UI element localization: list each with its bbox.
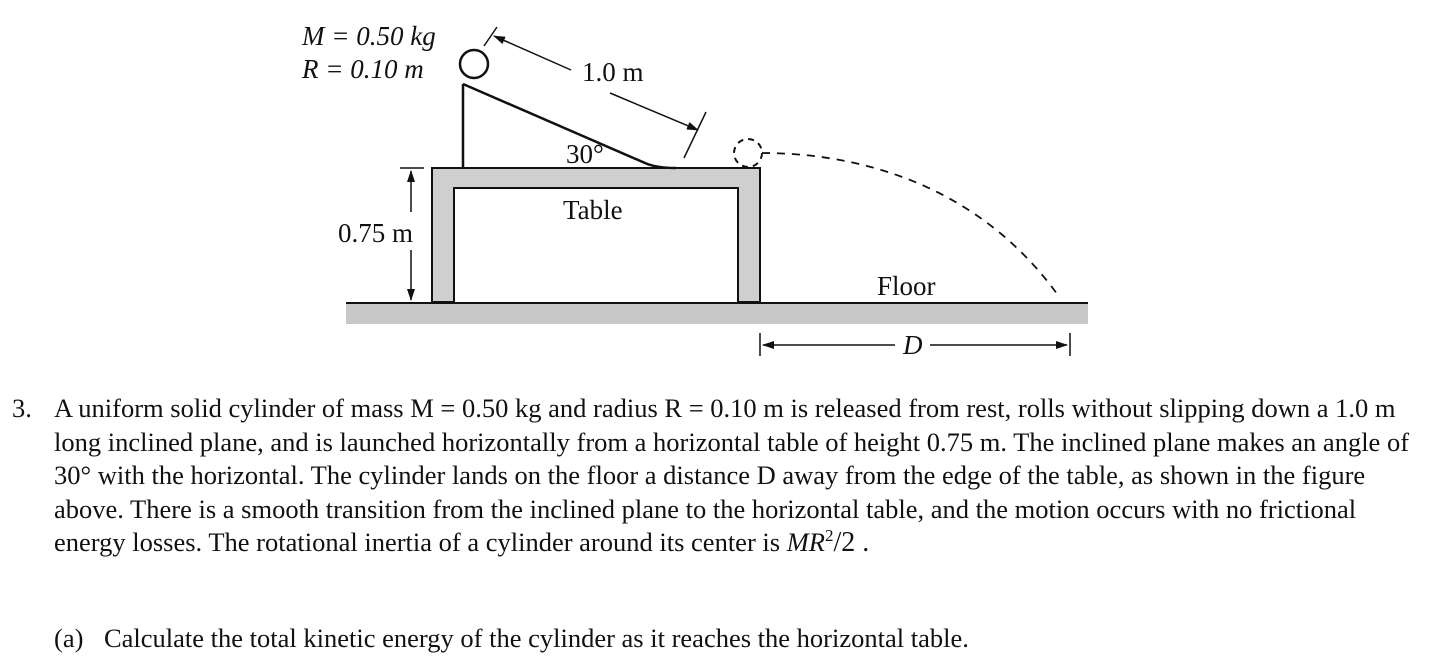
- incline-length-arrow-left: [493, 35, 572, 71]
- inertia-exponent: 2: [824, 526, 834, 546]
- distance-label: D: [902, 330, 923, 360]
- incline-ramp: [462, 82, 677, 170]
- problem-number: 3.: [12, 393, 32, 423]
- part-a-label: (a): [54, 623, 84, 653]
- cylinder-start: [458, 48, 490, 80]
- incline-length-tick-top: [483, 26, 498, 47]
- part-a-text: Calculate the total kinetic energy of th…: [104, 623, 969, 653]
- inertia-base: MR: [786, 527, 825, 557]
- problem-body: A uniform solid cylinder of mass M = 0.5…: [54, 392, 1422, 560]
- table-label: Table: [563, 195, 623, 225]
- problem-text: A uniform solid cylinder of mass M = 0.5…: [54, 393, 1410, 557]
- floor-label: Floor: [877, 271, 936, 301]
- incline-length-tick-bottom: [683, 111, 707, 159]
- inertia-denominator: /2 .: [833, 527, 870, 558]
- floor: [346, 304, 1088, 324]
- cylinder-launch-dashed: [733, 138, 763, 168]
- height-label: 0.75 m: [338, 218, 413, 248]
- part-a: (a) Calculate the total kinetic energy of…: [54, 622, 969, 655]
- incline-length-arrow-right: [609, 92, 699, 131]
- physics-figure: 1.0 m 30° M = 0.50 kg R = 0.10 m Table 0…: [301, 21, 1088, 360]
- incline-length-label: 1.0 m: [582, 57, 644, 87]
- table: [431, 167, 761, 303]
- angle-label: 30°: [566, 139, 604, 169]
- mass-label: M = 0.50 kg: [301, 21, 436, 51]
- problem-statement: 3. A uniform solid cylinder of mass M = …: [12, 392, 1422, 560]
- radius-label: R = 0.10 m: [301, 54, 424, 84]
- trajectory-dashed: [761, 152, 1061, 299]
